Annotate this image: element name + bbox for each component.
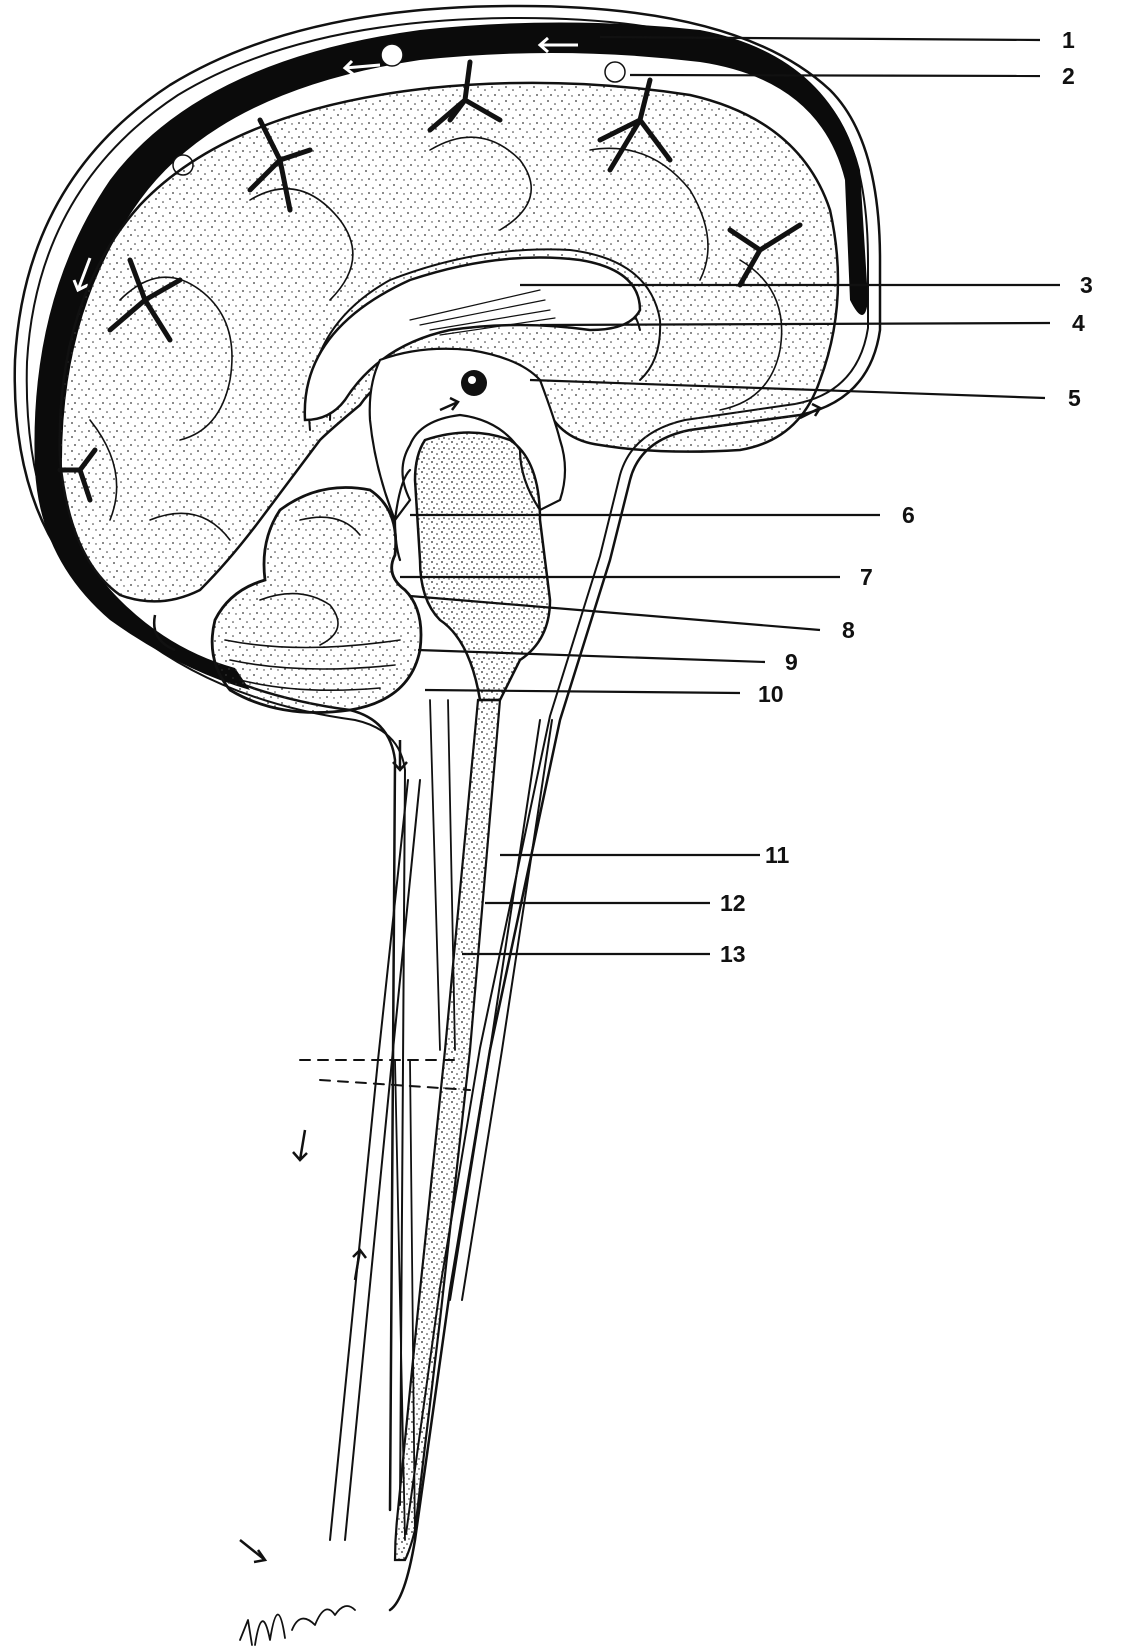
label-4: 4 [1072, 310, 1085, 336]
label-10: 10 [758, 681, 784, 707]
label-12: 12 [720, 890, 746, 916]
label-11: 11 [765, 842, 790, 868]
label-7: 7 [860, 564, 873, 590]
label-6: 6 [902, 502, 915, 528]
label-8: 8 [842, 617, 855, 643]
brainstem [415, 433, 550, 701]
label-13: 13 [720, 941, 746, 967]
label-3: 3 [1080, 272, 1093, 298]
label-9: 9 [785, 649, 798, 675]
label-5: 5 [1068, 385, 1081, 411]
label-1: 1 [1062, 27, 1075, 53]
artist-signature [240, 1606, 355, 1645]
label-2: 2 [1062, 63, 1075, 89]
